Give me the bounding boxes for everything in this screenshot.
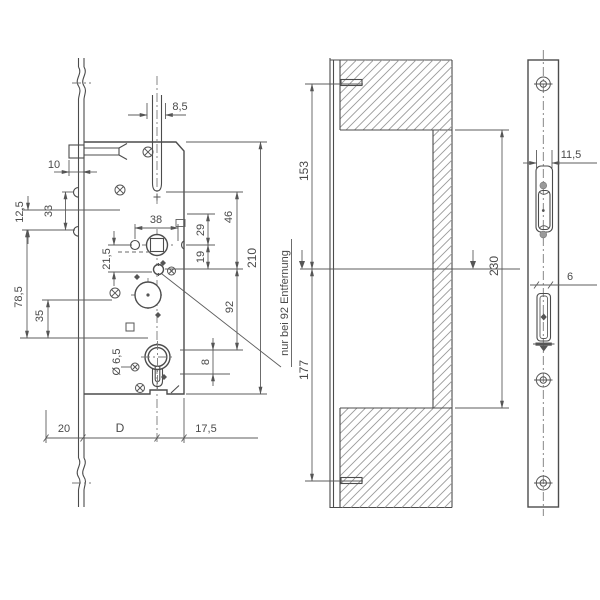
screw bbox=[109, 287, 121, 299]
dim-6-label: 6 bbox=[567, 271, 573, 283]
dim-17-5-label: 17,5 bbox=[195, 423, 216, 435]
section-view: 153 177 230 bbox=[297, 58, 520, 509]
dim-92: 92 bbox=[224, 268, 239, 351]
dim-11-5-label: 11,5 bbox=[561, 149, 582, 161]
dim-11-5: 11,5 bbox=[523, 149, 597, 168]
dim-19-label: 19 bbox=[195, 251, 207, 263]
hatched-door-material bbox=[339, 60, 452, 508]
faceplate-screw-middle bbox=[534, 372, 553, 388]
side-view: 8,5 10 33 12,5 78,5 bbox=[13, 58, 292, 507]
faceplate-view: 11,5 6 bbox=[523, 50, 597, 516]
dim-10: 10 bbox=[48, 159, 97, 176]
dim-177-label: 177 bbox=[297, 360, 311, 380]
note-label: nur bei 92 Entfernung bbox=[279, 250, 291, 356]
dim-78-5: 78,5 bbox=[13, 229, 148, 339]
dim-10-label: 10 bbox=[48, 159, 60, 171]
dim-dia-6-5-label: Ø 6,5 bbox=[111, 349, 123, 376]
dim-19: 19 bbox=[195, 244, 210, 270]
dim-46: 46 bbox=[223, 191, 239, 270]
faceplate-strip bbox=[72, 58, 91, 507]
profile-cylinder-hole bbox=[141, 341, 174, 390]
dim-21-5: 21,5 bbox=[101, 231, 152, 286]
screw-slot-top bbox=[340, 78, 363, 87]
dim-8-5: 8,5 bbox=[128, 101, 188, 119]
dim-230: 230 bbox=[455, 129, 509, 409]
dim-35: 35 bbox=[34, 299, 112, 339]
latch-opening bbox=[535, 165, 554, 239]
dim-153-label: 153 bbox=[297, 161, 311, 181]
dim-8-5-label: 8,5 bbox=[172, 101, 187, 113]
dim-33-label: 33 bbox=[43, 205, 55, 217]
rivet-pins bbox=[134, 260, 167, 380]
dim-29-label: 29 bbox=[195, 224, 207, 236]
hole-92 bbox=[152, 263, 165, 276]
screw bbox=[114, 184, 126, 196]
dim-35-label: 35 bbox=[34, 310, 46, 322]
screw bbox=[167, 266, 176, 276]
dim-230-label: 230 bbox=[487, 256, 501, 276]
dim-210: 210 bbox=[245, 141, 263, 395]
follower-square bbox=[142, 229, 176, 443]
deadbolt-opening bbox=[533, 292, 555, 352]
edge-notch bbox=[181, 240, 185, 250]
edge-slot bbox=[175, 219, 186, 227]
dim-bottom-line: 20 D 17,5 bbox=[43, 398, 258, 443]
dim-38-label: 38 bbox=[150, 214, 162, 226]
dim-33: 33 bbox=[43, 191, 74, 231]
dim-8-label: 8 bbox=[200, 359, 212, 365]
screw bbox=[135, 383, 145, 393]
axis-line bbox=[299, 250, 520, 270]
dim-46-label: 46 bbox=[223, 211, 235, 223]
dim-177: 177 bbox=[297, 268, 363, 482]
dim-78-5-label: 78,5 bbox=[13, 286, 25, 307]
dim-20-label: 20 bbox=[58, 423, 70, 435]
latch-bolt bbox=[68, 143, 128, 160]
dim-21-5-label: 21,5 bbox=[101, 248, 113, 269]
fixing-lug-top bbox=[73, 186, 79, 198]
lock-case bbox=[84, 141, 186, 395]
dim-153: 153 bbox=[297, 83, 363, 270]
stamp-mark bbox=[125, 322, 135, 332]
faceplate-screw-bottom bbox=[534, 475, 553, 491]
dim-210-label: 210 bbox=[245, 248, 259, 268]
case-screws bbox=[109, 146, 176, 393]
dim-92-label: 92 bbox=[224, 301, 236, 313]
faceplate-screw-top bbox=[534, 76, 553, 92]
dim-6: 6 bbox=[530, 271, 597, 289]
dim-38: 38 bbox=[134, 214, 179, 241]
dim-D-label: D bbox=[116, 421, 125, 435]
latch-guide bbox=[151, 76, 163, 205]
dim-8: 8 bbox=[200, 338, 215, 386]
dim-12-5: 12,5 bbox=[14, 196, 120, 244]
dim-dia-6-5: Ø 6,5 bbox=[111, 349, 131, 376]
fixing-lug-bottom bbox=[73, 225, 79, 237]
screw-slot-bottom bbox=[340, 476, 363, 485]
screw bbox=[130, 362, 140, 372]
screw bbox=[142, 146, 154, 158]
note-leader: nur bei 92 Entfernung bbox=[161, 239, 292, 368]
dim-29: 29 bbox=[195, 213, 210, 246]
deadbolt-hole bbox=[131, 278, 165, 312]
dim-12-5-label: 12,5 bbox=[14, 201, 26, 222]
